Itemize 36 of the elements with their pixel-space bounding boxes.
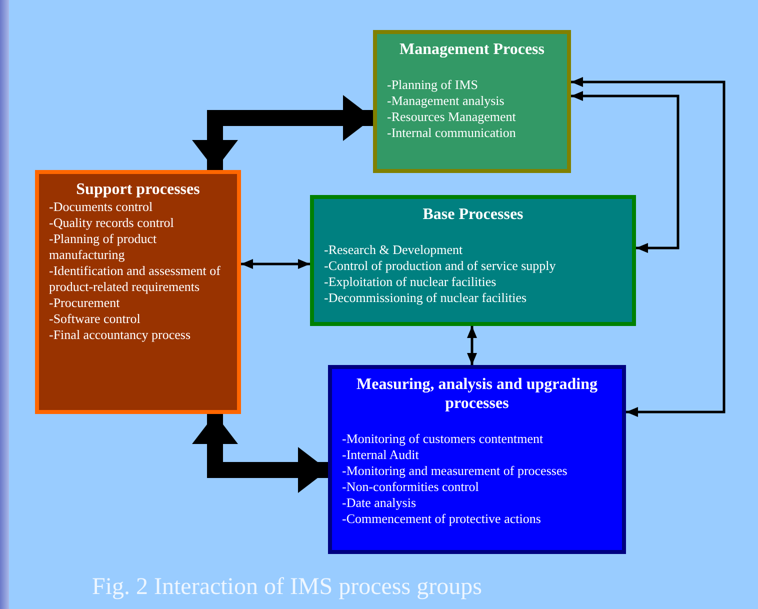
list-item: -Final accountancy process xyxy=(49,327,192,344)
process-box xyxy=(373,30,571,173)
block-arrow xyxy=(192,414,328,493)
list-item: -Internal Audit xyxy=(342,447,420,464)
arrow xyxy=(571,77,726,417)
box-heading: Support processes xyxy=(75,180,201,200)
box-heading: Base Processes xyxy=(422,205,524,224)
list-item: -Research & Development xyxy=(324,242,464,258)
list-item: -Commencement of protective actions xyxy=(342,511,542,528)
list-item: -Non-conformities control xyxy=(342,479,480,496)
arrow xyxy=(241,259,310,269)
list-item: -Identification and assessment of product-related requirements xyxy=(49,263,222,296)
process-box xyxy=(328,365,626,554)
arrow xyxy=(571,91,680,253)
block-arrow xyxy=(192,95,373,170)
box-heading: Management Process xyxy=(398,40,546,60)
process-box xyxy=(310,195,636,326)
list-item: -Quality records control xyxy=(49,215,175,232)
list-item: -Planning of IMS xyxy=(387,77,479,94)
list-item: -Software control xyxy=(49,311,142,328)
list-item: -Planning of product manufacturing xyxy=(49,231,158,264)
list-item: -Exploitation of nuclear facilities xyxy=(324,274,498,290)
list-item: -Resources Management xyxy=(387,109,517,126)
list-item: -Procurement xyxy=(49,295,121,312)
arrow xyxy=(467,326,477,365)
list-item: -Monitoring of customers contentment xyxy=(342,431,544,448)
list-item: -Management analysis xyxy=(387,93,506,110)
list-item: -Documents control xyxy=(49,199,154,216)
box-heading: Measuring, analysis and upgrading processes xyxy=(356,375,598,414)
list-item: -Monitoring and measurement of processes xyxy=(342,463,568,480)
list-item: -Internal communication xyxy=(387,125,517,142)
list-item: -Decommissioning of nuclear facilities xyxy=(324,290,528,306)
list-item: -Control of production and of service supply xyxy=(324,258,557,274)
process-box xyxy=(35,170,241,414)
list-item: -Date analysis xyxy=(342,495,418,512)
figure-caption: Fig. 2 Interaction of IMS process groups xyxy=(92,574,482,601)
